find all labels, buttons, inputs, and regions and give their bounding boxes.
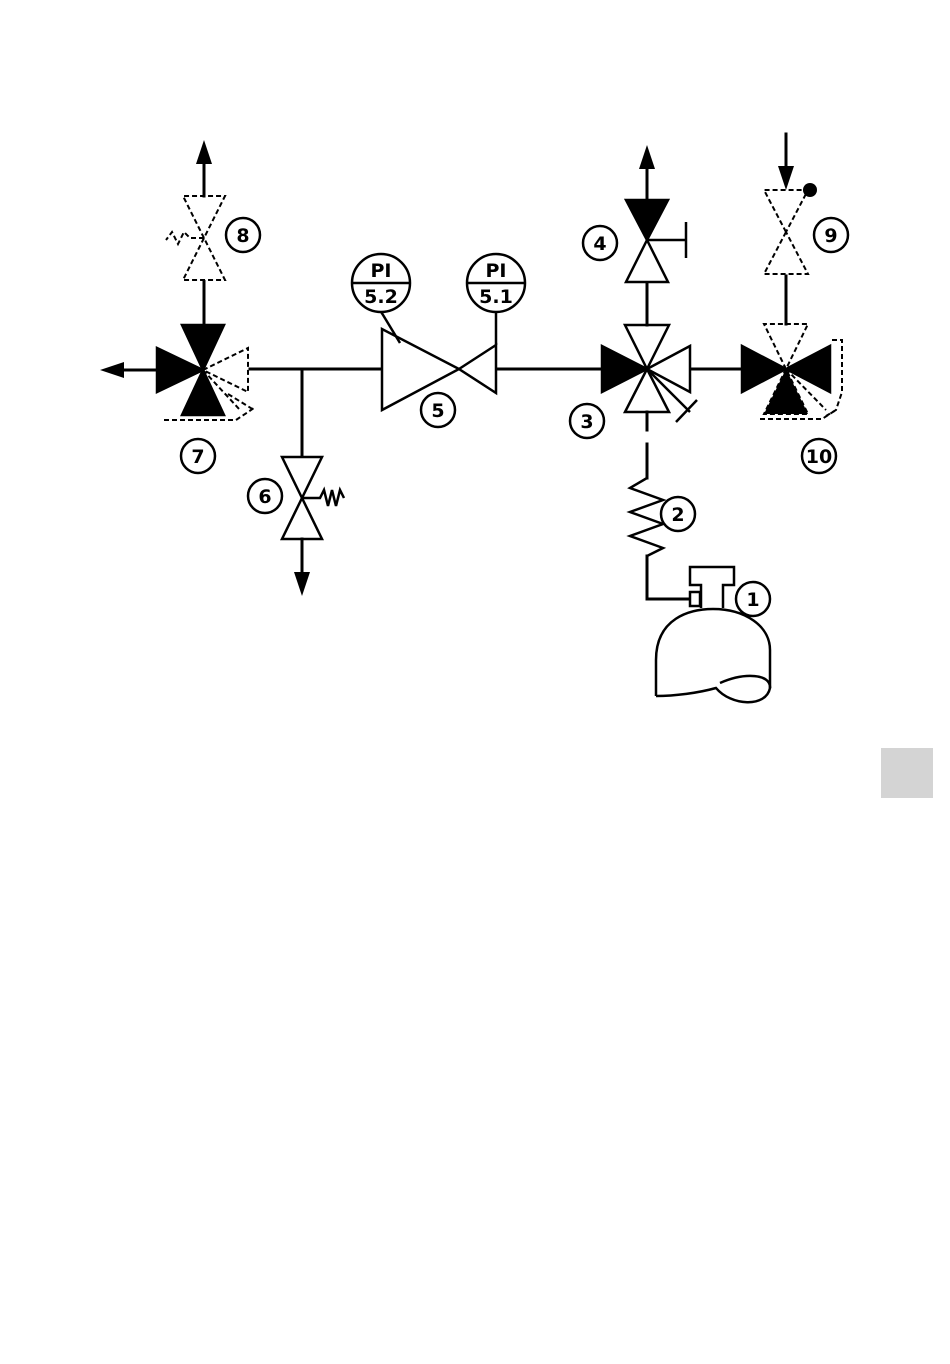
outlet-arrow-8 xyxy=(196,140,212,196)
valve-9 xyxy=(764,183,817,274)
outlet-arrow-4 xyxy=(639,145,655,200)
valve-6 xyxy=(282,369,344,539)
svg-text:8: 8 xyxy=(236,225,249,247)
outlet-arrow-6 xyxy=(294,539,310,596)
gauge-pi-5-2: PI 5.2 xyxy=(352,254,410,312)
gauge-pi-5-1: PI 5.1 xyxy=(467,254,525,312)
svg-text:3: 3 xyxy=(580,411,593,433)
callout-3: 3 xyxy=(570,404,604,438)
section-tab-marker xyxy=(881,748,933,798)
valve-10 xyxy=(742,324,842,419)
outlet-arrow-left xyxy=(100,362,160,378)
svg-text:9: 9 xyxy=(824,225,837,247)
svg-text:10: 10 xyxy=(806,446,832,468)
callout-6: 6 xyxy=(248,479,282,513)
inlet-arrow-9 xyxy=(778,134,794,190)
svg-text:4: 4 xyxy=(593,233,606,255)
callout-2: 2 xyxy=(661,497,695,531)
svg-text:2: 2 xyxy=(671,504,684,526)
svg-text:5: 5 xyxy=(431,400,444,422)
gauge-5-2-tag: PI xyxy=(371,260,392,282)
callout-7: 7 xyxy=(181,439,215,473)
callout-9: 9 xyxy=(814,218,848,252)
svg-text:1: 1 xyxy=(746,589,759,611)
valve-3 xyxy=(602,325,697,422)
callout-4: 4 xyxy=(583,226,617,260)
valve-7 xyxy=(157,325,254,420)
callout-1: 1 xyxy=(736,582,770,616)
callout-8: 8 xyxy=(226,218,260,252)
svg-text:6: 6 xyxy=(258,486,271,508)
gauge-5-2-number: 5.2 xyxy=(364,286,398,308)
callout-5: 5 xyxy=(421,393,455,427)
svg-text:7: 7 xyxy=(191,446,204,468)
valve-8 xyxy=(166,196,225,280)
valve-4 xyxy=(626,200,686,282)
gauge-5-1-tag: PI xyxy=(486,260,507,282)
callout-10: 10 xyxy=(802,439,836,473)
gauge-5-1-number: 5.1 xyxy=(479,286,513,308)
